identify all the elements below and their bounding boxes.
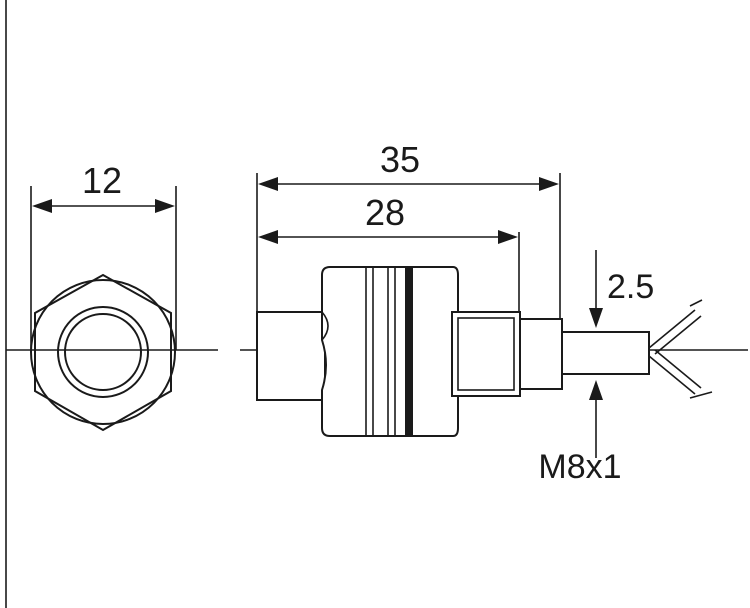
dim-28-arrow-right bbox=[498, 230, 518, 244]
front-view-inner-circle-inner bbox=[64, 313, 142, 391]
front-view: 12 bbox=[6, 160, 218, 432]
thread-stub bbox=[519, 318, 563, 390]
dim-12-arrow-right bbox=[155, 199, 175, 213]
body-groove-band bbox=[405, 267, 413, 436]
cable-wires bbox=[648, 299, 713, 399]
front-view-hex-nut bbox=[34, 273, 172, 432]
dim-2-5-arrow bbox=[589, 308, 603, 328]
sensing-face bbox=[256, 311, 326, 401]
front-view-inner-circle-outer bbox=[57, 306, 149, 398]
dim-m8x1-arrow bbox=[589, 380, 603, 400]
dim-label-35: 35 bbox=[380, 139, 420, 180]
dim-35-arrow-right bbox=[539, 177, 559, 191]
dim-label-2-5: 2.5 bbox=[607, 268, 654, 306]
nut-outer bbox=[451, 311, 521, 397]
dim-label-28: 28 bbox=[365, 192, 405, 233]
dim-12-arrow-left bbox=[32, 199, 52, 213]
dim-label-m8x1: M8x1 bbox=[538, 448, 621, 486]
nut-inner bbox=[457, 317, 515, 391]
dim-28-arrow-left bbox=[258, 230, 278, 244]
dim-label-12: 12 bbox=[82, 160, 122, 201]
cable bbox=[561, 331, 650, 375]
body-left-notch bbox=[321, 311, 329, 341]
side-view: 35 28 2.5 M8x1 bbox=[240, 139, 748, 486]
dim-35-arrow-left bbox=[258, 177, 278, 191]
front-view-outer-circle bbox=[30, 279, 176, 425]
main-body bbox=[321, 266, 459, 437]
